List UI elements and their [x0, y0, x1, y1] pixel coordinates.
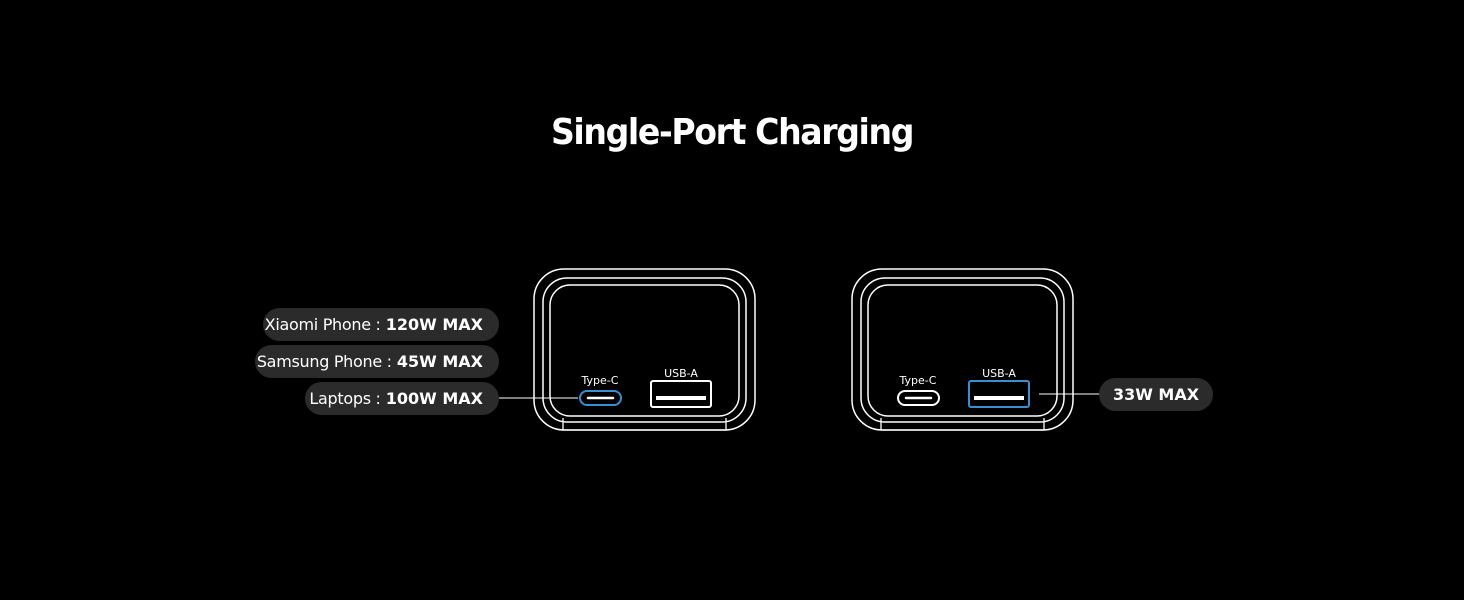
spec-pill-usb-a: 33W MAX — [1099, 378, 1213, 411]
spec-pill-xiaomi: Xiaomi Phone : 120W MAX — [263, 308, 499, 341]
charger-right: Type-C USB-A — [851, 268, 1100, 431]
charger-left-usb-a-port — [650, 380, 712, 408]
charger-right-face — [867, 284, 1058, 417]
spec-device-xiaomi: Xiaomi Phone : — [264, 315, 381, 334]
charger-left-usb-a-label: USB-A — [664, 367, 698, 380]
page-title: Single-Port Charging — [550, 112, 914, 153]
charger-right-usb-a-port — [968, 380, 1030, 408]
spec-pill-samsung: Samsung Phone : 45W MAX — [255, 345, 499, 378]
charger-right-inner-body — [860, 277, 1065, 423]
charger-left-type-c-port — [579, 390, 622, 406]
charger-right-type-c-label: Type-C — [899, 374, 937, 387]
spec-power-samsung: 45W MAX — [396, 352, 483, 371]
charger-left-base — [562, 418, 727, 431]
charger-right-usb-a-label: USB-A — [982, 367, 1016, 380]
charger-left-outer-body — [533, 268, 756, 431]
charger-right-outer-body — [851, 268, 1074, 431]
charger-left-type-c-label: Type-C — [581, 374, 619, 387]
charger-right-type-c-port — [897, 390, 940, 406]
spec-power-xiaomi: 120W MAX — [385, 315, 483, 334]
spec-device-laptops: Laptops : — [309, 389, 381, 408]
spec-power-usb-a: 33W MAX — [1112, 385, 1200, 404]
charger-left-inner-body — [542, 277, 747, 423]
charger-left: Type-C USB-A — [499, 268, 756, 431]
charger-right-base — [880, 418, 1045, 431]
spec-power-laptops: 100W MAX — [385, 389, 483, 408]
spec-device-samsung: Samsung Phone : — [256, 352, 392, 371]
spec-pill-laptops: Laptops : 100W MAX — [305, 382, 499, 415]
charger-left-face — [549, 284, 740, 417]
